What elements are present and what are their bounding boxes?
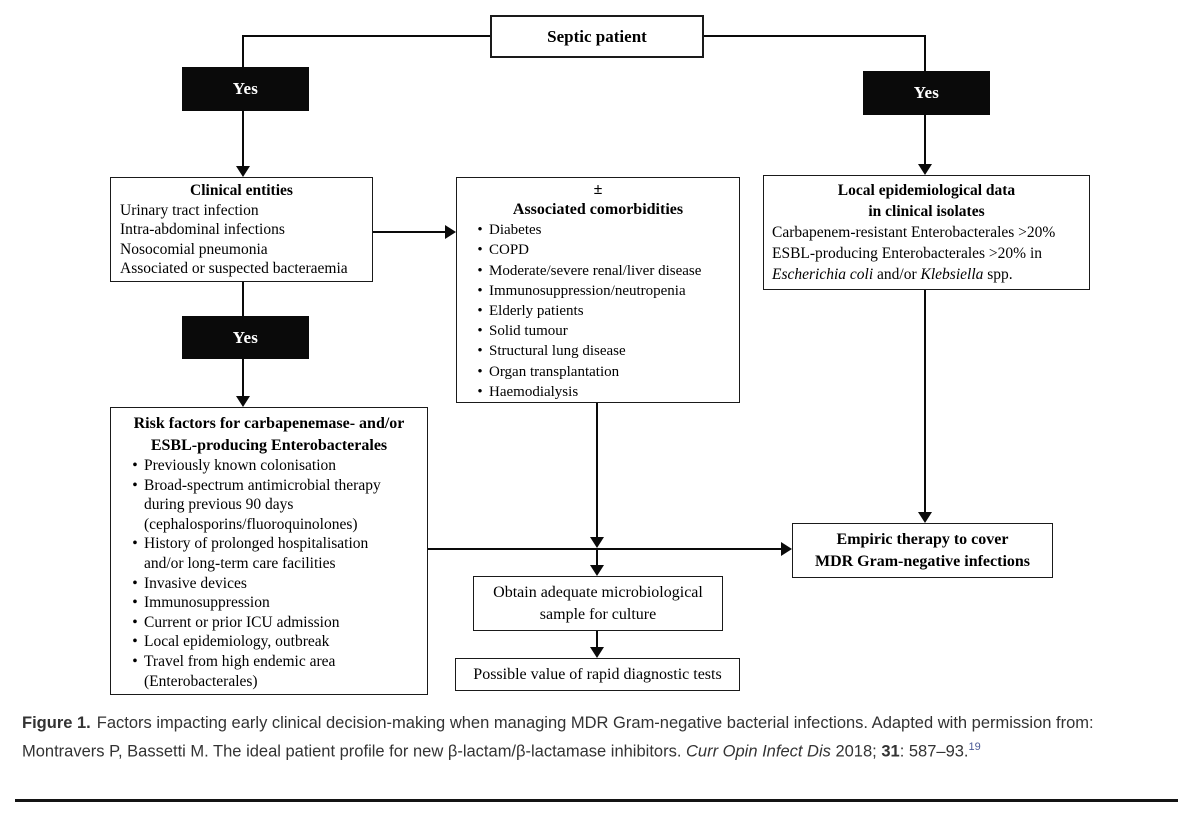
bullet-icon: • [477, 343, 483, 360]
bullet-icon: • [132, 574, 138, 592]
connector-clinical-to-comorbidities [372, 231, 446, 233]
caption-line-2: Montravers P, Bassetti M. The ideal pati… [22, 741, 981, 761]
empiric-therapy-line2: MDR Gram-negative infections [814, 552, 1031, 570]
risk-factor-item: •Invasive devices [114, 574, 424, 594]
rapid-tests-box: Possible value of rapid diagnostic tests [455, 658, 740, 691]
bullet-icon: • [132, 594, 138, 612]
risk-factors-title-line2: ESBL-producing Enterobacterales [150, 436, 388, 454]
risk-factors-title-line1: Risk factors for carbapenemase- and/or [133, 415, 405, 432]
yes-box-right: Yes [863, 71, 990, 115]
connector-septic-to-left [243, 35, 491, 37]
comorbidity-item: •Organ transplantation [457, 362, 739, 382]
arrowhead-into-comorbidities [445, 225, 456, 239]
epidemiology-line: Carbapenem-resistant Enterobacterales >2… [772, 224, 1056, 241]
plus-minus-symbol: ± [593, 181, 603, 198]
clinical-entity-item: Associated or suspected bacteraemia [120, 260, 348, 278]
arrowhead-into-empiric-therapy [781, 542, 792, 556]
epidemiology-line: Escherichia coli and/or Klebsiella spp. [772, 266, 1013, 283]
obtain-sample-line1: Obtain adequate microbiological [493, 584, 703, 601]
risk-factors-box: Risk factors for carbapenemase- and/or E… [110, 407, 428, 695]
connector-epidemiology-to-empiric [924, 289, 926, 513]
connector-right-down-to-yes3 [924, 35, 926, 72]
bullet-icon: • [477, 383, 483, 400]
comorbidity-item: •Haemodialysis [457, 382, 739, 402]
clinical-entity-item: Intra-abdominal infections [120, 221, 285, 239]
bullet-icon: • [132, 613, 138, 631]
volume-number: 31 [881, 742, 900, 761]
risk-factor-item: •Previously known colonisation [114, 456, 424, 476]
bullet-icon: • [477, 222, 483, 239]
bullet-icon: • [477, 363, 483, 380]
septic-patient-box: Septic patient [490, 15, 704, 58]
rapid-tests-label: Possible value of rapid diagnostic tests [473, 665, 722, 683]
connector-yes1-to-clinical [242, 110, 244, 167]
risk-factor-item: •Local epidemiology, outbreak [114, 632, 424, 652]
connector-merge-to-obtain [596, 550, 598, 566]
clinical-entities-title: Clinical entities [190, 182, 293, 199]
connector-risk-to-empiric [428, 548, 782, 550]
arrowhead-into-risk-factors [236, 396, 250, 407]
obtain-sample-line2: sample for culture [539, 605, 657, 623]
clinical-entity-item: Nosocomial pneumonia [120, 240, 268, 258]
comorbidity-item: •Moderate/severe renal/liver disease [457, 261, 739, 281]
empiric-therapy-line1: Empiric therapy to cover [836, 531, 1009, 548]
bullet-icon: • [132, 652, 138, 670]
connector-clinical-to-yes2 [242, 280, 244, 316]
caption-line-1: Figure 1.Factors impacting early clinica… [22, 714, 1094, 732]
arrowhead-into-local-epidemiology [918, 164, 932, 175]
yes-label: Yes [232, 79, 259, 98]
risk-factor-item: •Travel from high endemic area (Enteroba… [114, 652, 424, 691]
comorbidity-item: •Structural lung disease [457, 341, 739, 361]
bullet-icon: • [132, 633, 138, 651]
comorbidity-item: •Immunosuppression/neutropenia [457, 281, 739, 301]
empiric-therapy-box: Empiric therapy to cover MDR Gram-negati… [792, 523, 1053, 578]
local-epidemiology-title-line2: in clinical isolates [868, 203, 985, 220]
comorbidity-item: •Elderly patients [457, 301, 739, 321]
reference-link[interactable]: 19 [968, 741, 981, 753]
connector-obtain-to-rapid [596, 630, 598, 648]
risk-factor-item: •Immunosuppression [114, 593, 424, 613]
septic-patient-label: Septic patient [547, 26, 647, 46]
figure-label: Figure 1. [22, 714, 91, 732]
comorbidity-item: •Diabetes [457, 220, 739, 240]
risk-factor-item: •Broad-spectrum antimicrobial therapy du… [114, 476, 424, 535]
figure-caption: Figure 1.Factors impacting early clinica… [22, 711, 1182, 764]
arrowhead-into-rapid-tests [590, 647, 604, 658]
local-epidemiology-title-line1: Local epidemiological data [837, 182, 1016, 199]
bullet-icon: • [477, 303, 483, 320]
comorbidities-box: ± Associated comorbidities •Diabetes •CO… [456, 177, 740, 403]
arrowhead-into-empiric-top [918, 512, 932, 523]
risk-factor-item: •History of prolonged hospitalisation an… [114, 534, 424, 573]
journal-name: Curr Opin Infect Dis [686, 742, 831, 761]
yes-box-left-mid: Yes [182, 316, 309, 359]
connector-yes3-to-epidemiology [924, 114, 926, 165]
arrowhead-into-clinical-entities [236, 166, 250, 177]
clinical-entity-item: Urinary tract infection [120, 201, 259, 219]
bottom-divider-rule [15, 799, 1178, 802]
bullet-icon: • [477, 323, 483, 340]
bullet-icon: • [132, 457, 138, 474]
yes-label: Yes [232, 327, 259, 347]
clinical-entities-box: Clinical entities Urinary tract infectio… [110, 177, 373, 282]
bullet-icon: • [132, 535, 138, 553]
connector-left-down-to-yes1 [242, 35, 244, 68]
connector-comorbidities-down [596, 402, 598, 538]
arrowhead-into-obtain-sample [590, 565, 604, 576]
connector-yes2-to-risk [242, 358, 244, 397]
risk-factor-item: •Current or prior ICU admission [114, 613, 424, 633]
local-epidemiology-box: Local epidemiological data in clinical i… [763, 175, 1090, 290]
yes-label: Yes [913, 83, 940, 102]
comorbidities-title: Associated comorbidities [512, 201, 684, 218]
obtain-sample-box: Obtain adequate microbiological sample f… [473, 576, 723, 631]
arrowhead-onto-merge-line [590, 537, 604, 548]
bullet-icon: • [477, 262, 483, 279]
bullet-icon: • [477, 242, 483, 259]
connector-septic-to-right [703, 35, 926, 37]
comorbidity-item: •COPD [457, 240, 739, 260]
yes-box-left-top: Yes [182, 67, 309, 111]
bullet-icon: • [132, 476, 138, 494]
comorbidity-item: •Solid tumour [457, 321, 739, 341]
bullet-icon: • [477, 282, 483, 299]
epidemiology-line: ESBL-producing Enterobacterales >20% in [772, 245, 1043, 262]
